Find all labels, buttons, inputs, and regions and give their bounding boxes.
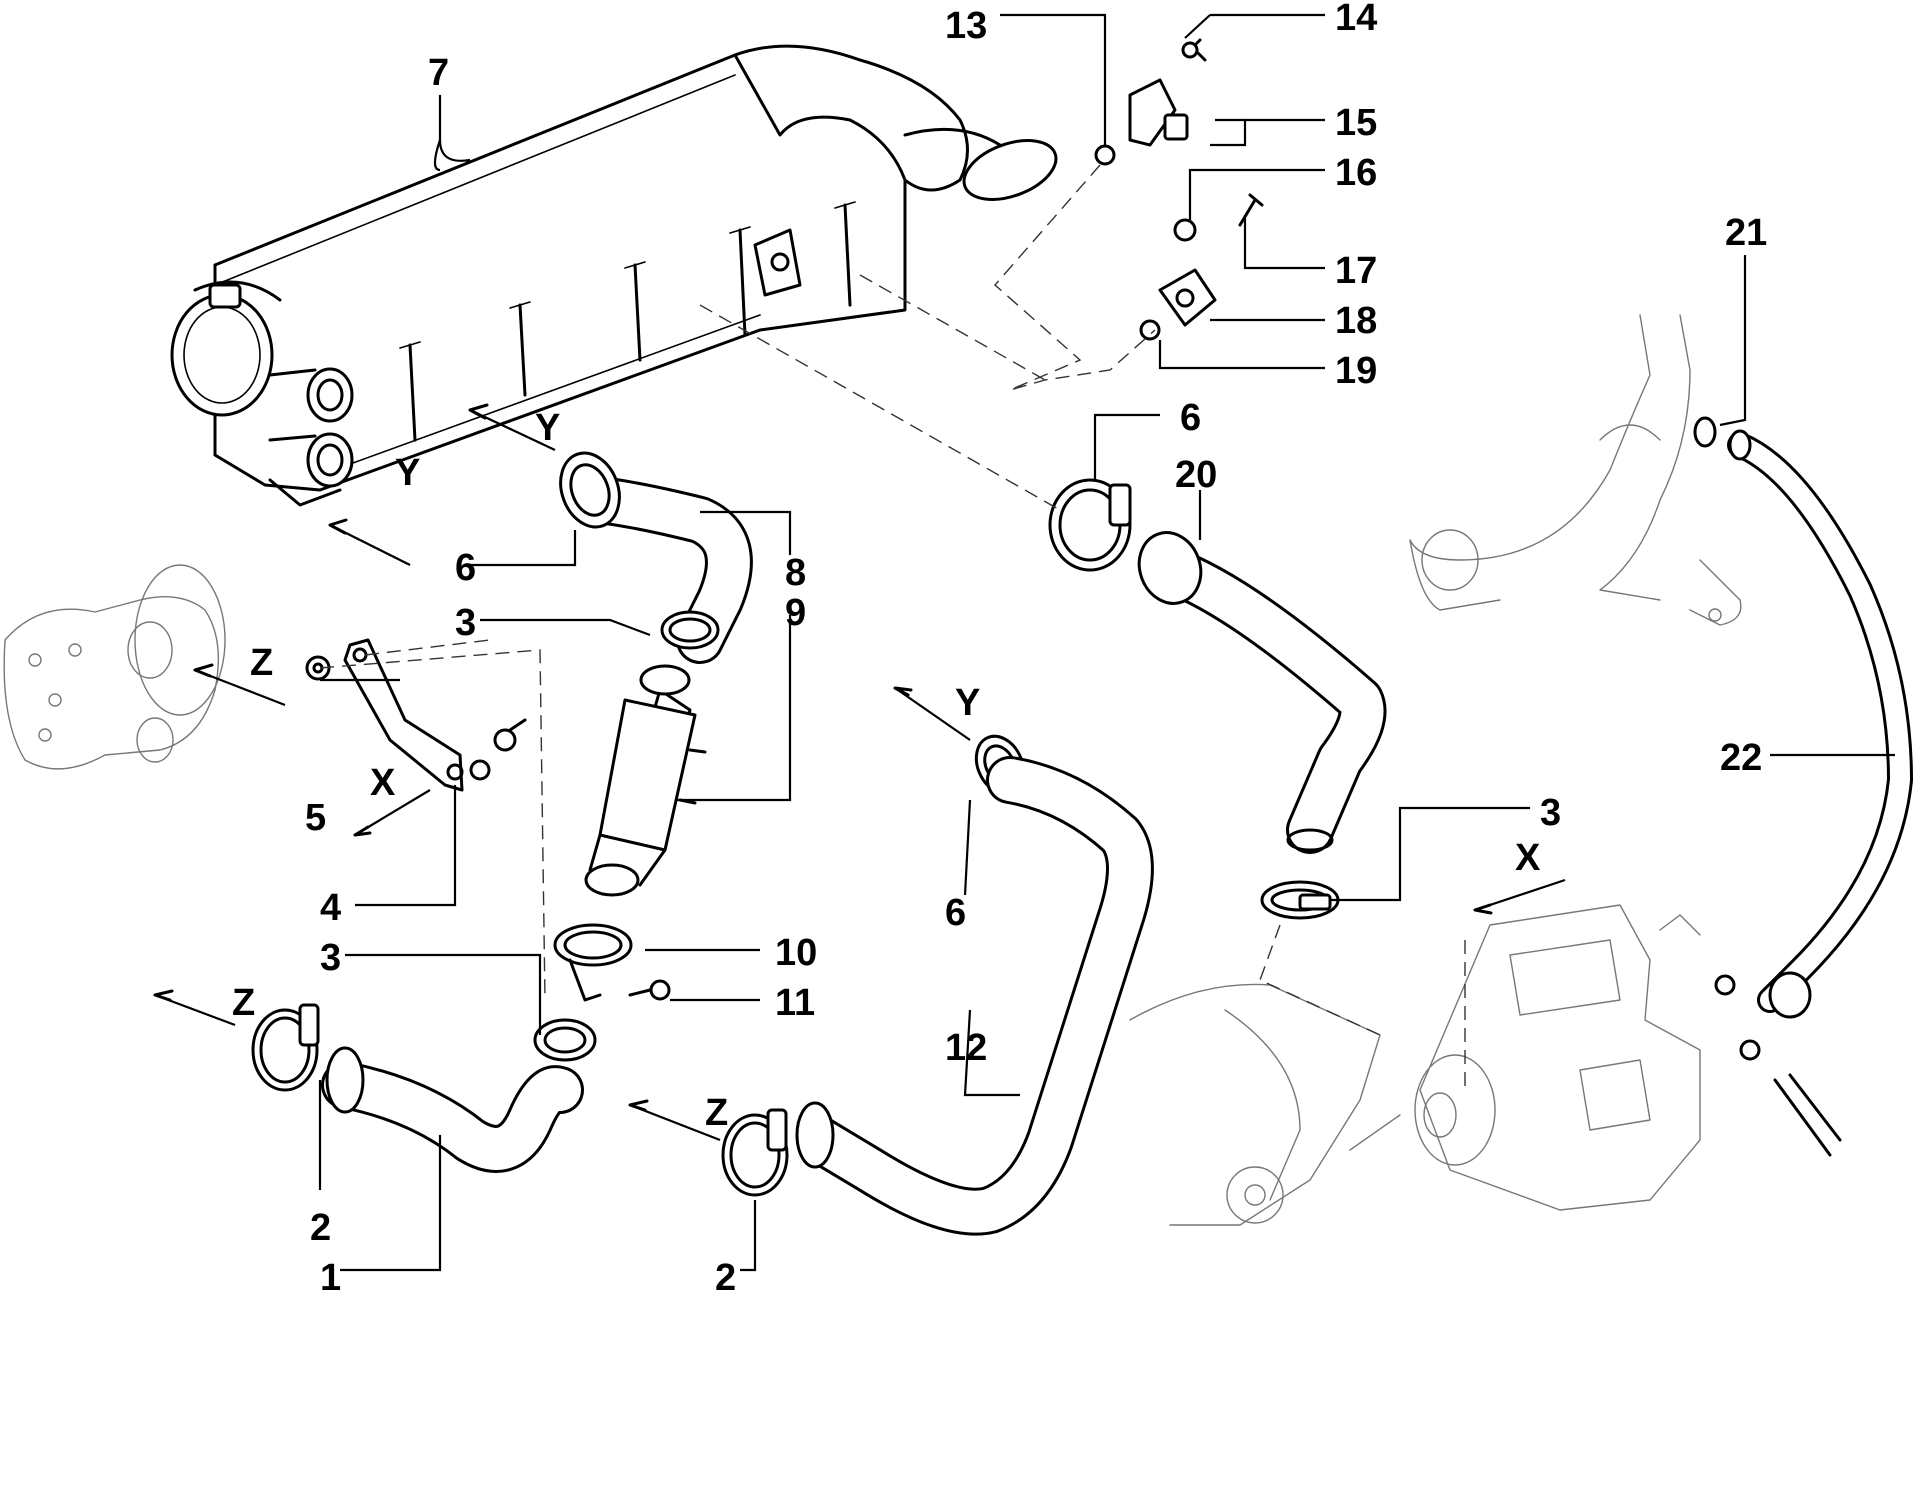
callout-5: 5 — [305, 797, 326, 839]
connection-markers: Y Y Y X X Z Z Z — [232, 407, 1541, 1134]
reference-lines — [319, 164, 1466, 1090]
flow-arrows — [153, 403, 1566, 1142]
banjo-fitting — [1768, 971, 1812, 1019]
exhaust-manifold-ghost — [1409, 314, 1742, 626]
clamps — [251, 478, 1340, 1197]
callout-12: 12 — [945, 1027, 987, 1069]
callout-1: 1 — [320, 1257, 341, 1299]
marker-y-left: Y — [395, 452, 420, 494]
callout-10: 10 — [775, 932, 817, 974]
callout-11: 11 — [775, 982, 815, 1024]
sensor — [1128, 78, 1177, 147]
callout-22: 22 — [1720, 737, 1762, 779]
sensor-cluster — [1094, 38, 1264, 341]
callout-4: 4 — [320, 887, 341, 929]
callout-2-middle: 2 — [715, 1257, 736, 1299]
bracket — [305, 638, 527, 792]
callout-14: 14 — [1335, 0, 1377, 39]
callout-13: 13 — [945, 5, 987, 47]
sea-water-pump — [3, 564, 226, 770]
marker-z-pump: Z — [250, 642, 273, 684]
o-ring — [1094, 144, 1116, 166]
callout-labels: 7 13 14 15 16 17 18 19 21 22 6 20 6 3 8 … — [305, 0, 1767, 1299]
marker-y-upper: Y — [535, 407, 560, 449]
injection-pump — [1349, 904, 1701, 1211]
marker-x-left: X — [370, 762, 396, 804]
hose-1 — [321, 1046, 584, 1173]
o-ring — [1693, 416, 1717, 448]
callout-2-left: 2 — [310, 1207, 331, 1249]
callout-9: 9 — [785, 592, 806, 634]
screw — [649, 979, 671, 1001]
callout-7: 7 — [428, 52, 449, 94]
callout-15: 15 — [1335, 102, 1377, 144]
callout-6-middle: 6 — [945, 892, 966, 934]
callout-18: 18 — [1335, 300, 1377, 342]
callout-leaders — [318, 13, 1895, 1272]
callout-3-upper: 3 — [455, 602, 476, 644]
hose-20 — [1137, 531, 1387, 854]
callout-6-right: 6 — [1180, 397, 1201, 439]
plate — [1158, 268, 1217, 327]
engine-casting-ghost — [1129, 983, 1381, 1226]
marker-x-right: X — [1515, 837, 1541, 879]
callout-3-lower: 3 — [320, 937, 341, 979]
marker-z-middle: Z — [705, 1092, 728, 1134]
callout-20: 20 — [1175, 454, 1217, 496]
filter-body — [584, 664, 707, 897]
callout-16: 16 — [1335, 152, 1377, 194]
callout-21: 21 — [1725, 212, 1767, 254]
pipe-22 — [1693, 416, 1913, 1157]
o-ring — [1139, 319, 1161, 341]
marker-z-left: Z — [232, 982, 255, 1024]
marker-y-middle: Y — [955, 682, 980, 724]
hose-clamp — [533, 1018, 597, 1062]
callout-17: 17 — [1335, 250, 1377, 292]
plug — [1173, 218, 1197, 242]
heat-exchanger — [170, 44, 1058, 507]
washer — [305, 655, 331, 681]
hose-8 — [559, 451, 753, 664]
callout-3-right: 3 — [1540, 792, 1561, 834]
callout-6-left: 6 — [455, 547, 476, 589]
callout-19: 19 — [1335, 350, 1377, 392]
hose-12 — [795, 756, 1154, 1236]
callout-8: 8 — [785, 552, 806, 594]
